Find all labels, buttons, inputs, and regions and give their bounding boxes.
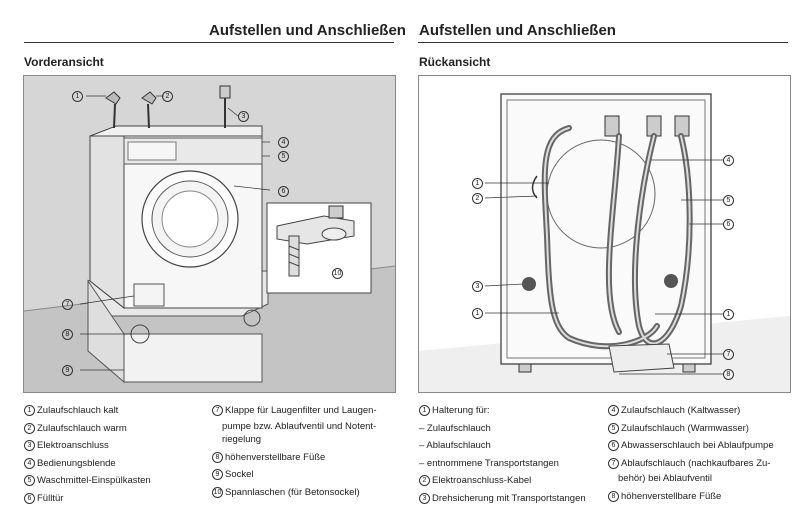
callout-6: 6 (278, 186, 289, 197)
rear-callout-1b: 1 (472, 308, 483, 319)
callout-10: 10 (332, 268, 343, 279)
legend-item-continuation: behör) bei Ablaufventil (618, 473, 713, 484)
right-page-title: Aufstellen und Anschließen (419, 22, 616, 39)
callout-7: 7 (62, 299, 73, 310)
callout-8: 8 (62, 329, 73, 340)
rear-callout-4: 4 (723, 155, 734, 166)
front-view-figure: 1 2 3 4 5 6 7 8 9 10 (23, 75, 396, 393)
rear-callout-2: 2 (472, 193, 483, 204)
left-title-rule (24, 42, 394, 43)
rear-callout-1c: 1 (723, 309, 734, 320)
rear-callout-5: 5 (723, 195, 734, 206)
right-title-rule (418, 42, 788, 43)
legend-item-continuation: pumpe bzw. Ablaufventil und Notent- rieg… (222, 420, 377, 445)
rear-view-title: Rückansicht (419, 55, 491, 69)
legend-subitem: – entnommene Transportstangen (419, 457, 559, 469)
callout-9: 9 (62, 365, 73, 376)
rear-callout-1a: 1 (472, 178, 483, 189)
front-view-title: Vorderansicht (24, 55, 104, 69)
left-page-title: Aufstellen und Anschließen (209, 22, 406, 39)
rear-callout-7: 7 (723, 349, 734, 360)
rear-view-drawing (419, 76, 790, 392)
callout-2: 2 (162, 91, 173, 102)
rear-callout-3: 3 (472, 281, 483, 292)
callout-4: 4 (278, 137, 289, 148)
rear-callout-6: 6 (723, 219, 734, 230)
rear-view-figure: 1 2 3 1 4 5 6 1 7 8 (418, 75, 791, 393)
legend-subitem: – Ablaufschlauch (419, 440, 491, 451)
callout-5: 5 (278, 151, 289, 162)
front-view-drawing (24, 76, 395, 392)
rear-callout-8: 8 (723, 369, 734, 380)
callout-1: 1 (72, 91, 83, 102)
legend-subitem: – Zulaufschlauch (419, 422, 491, 434)
callout-3: 3 (238, 111, 249, 122)
